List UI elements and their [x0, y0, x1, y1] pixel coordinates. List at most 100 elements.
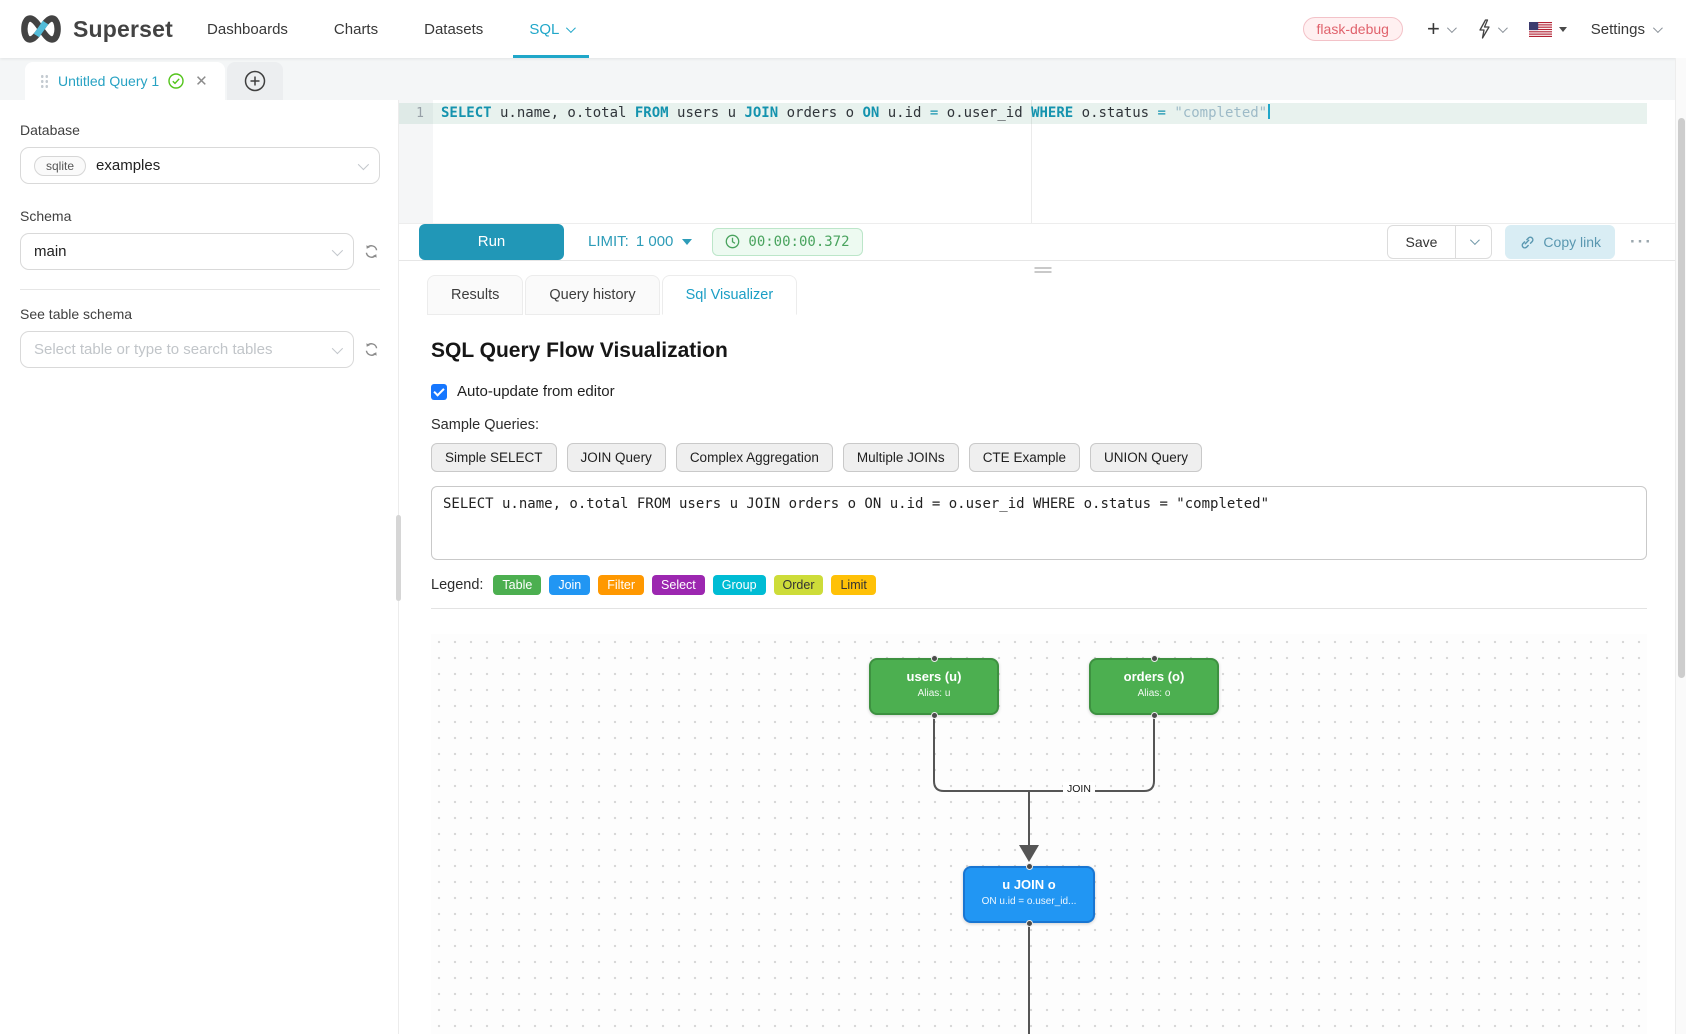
flow-edges	[933, 715, 1155, 1034]
editor-active-line-highlight	[399, 103, 1647, 124]
new-query-tab-button[interactable]	[226, 62, 283, 100]
nav-item-dashboards[interactable]: Dashboards	[207, 20, 288, 38]
node-handle	[930, 711, 938, 719]
line-number: 1	[416, 106, 424, 121]
refresh-schemas-icon[interactable]	[363, 243, 380, 260]
south-pane: Results Query history Sql Visualizer SQL…	[399, 261, 1686, 1034]
drag-handle-icon[interactable]	[40, 73, 49, 89]
legend-badge-select: Select	[652, 575, 705, 595]
query-shortcut-menu[interactable]	[1478, 19, 1508, 39]
navbar-right: flask-debug + Settings	[1302, 17, 1663, 41]
sample-union-query-button[interactable]: UNION Query	[1089, 443, 1202, 472]
node-title: orders (o)	[1123, 669, 1185, 684]
infinity-logo-icon	[21, 15, 61, 43]
table-schema-label: See table schema	[20, 306, 133, 322]
node-handle	[1150, 654, 1158, 662]
settings-menu[interactable]: Settings	[1591, 21, 1663, 38]
limit-dropdown[interactable]: LIMIT: 1 000	[588, 233, 693, 250]
auto-update-checkbox[interactable]	[431, 383, 447, 400]
node-title: u JOIN o	[1002, 877, 1056, 892]
node-handle	[1025, 862, 1033, 870]
chevron-down-icon	[357, 158, 370, 170]
editor-toolbar: Run LIMIT: 1 000 00:00:00.372 Save	[399, 222, 1686, 261]
legend-badge-filter: Filter	[598, 575, 645, 595]
save-button[interactable]: Save	[1386, 224, 1457, 259]
database-label: Database	[20, 122, 80, 138]
nav-item-datasets[interactable]: Datasets	[424, 20, 484, 38]
overflow-menu-icon[interactable]: ···	[1630, 231, 1653, 251]
sample-join-query-button[interactable]: JOIN Query	[566, 443, 666, 472]
top-navbar: Superset Dashboards Charts Datasets SQL …	[0, 0, 1686, 58]
environment-badge: flask-debug	[1302, 17, 1403, 41]
legend-badge-table: Table	[493, 575, 542, 595]
node-subtitle: Alias: u	[917, 688, 951, 699]
sql-visualizer-panel: SQL Query Flow Visualization Auto-update…	[399, 339, 1686, 1034]
auto-update-toggle[interactable]: Auto-update from editor	[431, 383, 1647, 400]
editor-gutter	[399, 100, 433, 223]
database-sidebar: Database sqlite examples Schema main	[0, 100, 398, 1034]
node-subtitle: ON u.id = o.user_id...	[981, 896, 1077, 907]
chevron-down-icon	[1446, 22, 1457, 33]
node-handle	[1150, 711, 1158, 719]
language-picker[interactable]	[1528, 21, 1567, 37]
database-select-value: examples	[96, 157, 161, 174]
chevron-down-icon	[1497, 22, 1508, 33]
new-item-menu[interactable]: +	[1427, 18, 1457, 40]
plus-circle-icon	[244, 70, 265, 92]
lightning-icon	[1479, 19, 1490, 39]
sample-query-buttons: Simple SELECT JOIN Query Complex Aggrega…	[431, 443, 1647, 472]
sql-workspace: 1 SELECT u.name, o.total FROM users u JO…	[398, 100, 1686, 1034]
sidebar-resize-handle[interactable]	[396, 515, 401, 601]
caret-down-icon	[682, 238, 693, 245]
flow-node-users[interactable]: users (u) Alias: u	[869, 658, 999, 715]
superset-logo[interactable]: Superset	[18, 14, 173, 44]
legend-badge-order: Order	[773, 575, 824, 595]
text-cursor	[1268, 104, 1271, 119]
legend-badge-group: Group	[712, 575, 766, 595]
query-tab-active[interactable]: Untitled Query 1 ✕	[25, 62, 225, 100]
flow-node-orders[interactable]: orders (o) Alias: o	[1089, 658, 1219, 715]
database-select[interactable]: sqlite examples	[20, 147, 380, 184]
edge-label-join: JOIN	[1063, 782, 1095, 796]
query-flow-diagram: users (u) Alias: u orders (o) Alias: o u…	[431, 634, 1647, 1034]
auto-update-label: Auto-update from editor	[457, 383, 615, 400]
schema-label: Schema	[20, 208, 72, 224]
scrollbar-thumb[interactable]	[1678, 118, 1685, 678]
main-nav: Dashboards Charts Datasets SQL	[207, 0, 590, 58]
visualizer-sql-input[interactable]: SELECT u.name, o.total FROM users u JOIN…	[431, 486, 1647, 560]
sample-simple-select-button[interactable]: Simple SELECT	[431, 443, 557, 472]
query-tab-strip: Untitled Query 1 ✕	[0, 58, 1686, 100]
table-select[interactable]: Select table or type to search tables	[20, 331, 354, 368]
refresh-tables-icon[interactable]	[363, 341, 380, 358]
sql-code-line: SELECT u.name, o.total FROM users u JOIN…	[441, 103, 1271, 124]
close-tab-icon[interactable]: ✕	[195, 73, 208, 90]
nav-item-charts[interactable]: Charts	[333, 20, 379, 38]
page-title: SQL Query Flow Visualization	[431, 339, 728, 362]
brand-name: Superset	[73, 15, 174, 42]
sample-complex-aggregation-button[interactable]: Complex Aggregation	[675, 443, 833, 472]
clock-icon	[726, 234, 740, 249]
sample-cte-example-button[interactable]: CTE Example	[968, 443, 1080, 472]
legend-badge-limit: Limit	[831, 575, 876, 595]
window-scrollbar[interactable]	[1675, 58, 1686, 1034]
sample-queries-label: Sample Queries:	[431, 417, 539, 433]
editor-print-margin	[1031, 100, 1032, 223]
result-tabs: Results Query history Sql Visualizer	[427, 275, 1686, 315]
save-options-button[interactable]	[1456, 224, 1493, 259]
tab-results[interactable]: Results	[427, 275, 524, 315]
tab-sql-visualizer[interactable]: Sql Visualizer	[661, 275, 798, 315]
sql-editor[interactable]: 1 SELECT u.name, o.total FROM users u JO…	[399, 100, 1647, 223]
sample-multiple-joins-button[interactable]: Multiple JOINs	[842, 443, 959, 472]
nav-item-sql[interactable]: SQL	[513, 0, 590, 58]
tab-query-history[interactable]: Query history	[525, 275, 660, 315]
node-title: users (u)	[906, 669, 962, 684]
table-select-placeholder: Select table or type to search tables	[34, 341, 273, 358]
pane-resize-grip[interactable]	[1034, 265, 1051, 275]
copy-link-button[interactable]: Copy link	[1505, 224, 1616, 259]
schema-select[interactable]: main	[20, 233, 354, 270]
elapsed-time-value: 00:00:00.372	[748, 233, 850, 250]
run-button[interactable]: Run	[419, 223, 564, 260]
flow-node-join[interactable]: u JOIN o ON u.id = o.user_id...	[963, 866, 1095, 923]
sidebar-divider	[20, 289, 380, 290]
elapsed-timer: 00:00:00.372	[712, 227, 863, 256]
